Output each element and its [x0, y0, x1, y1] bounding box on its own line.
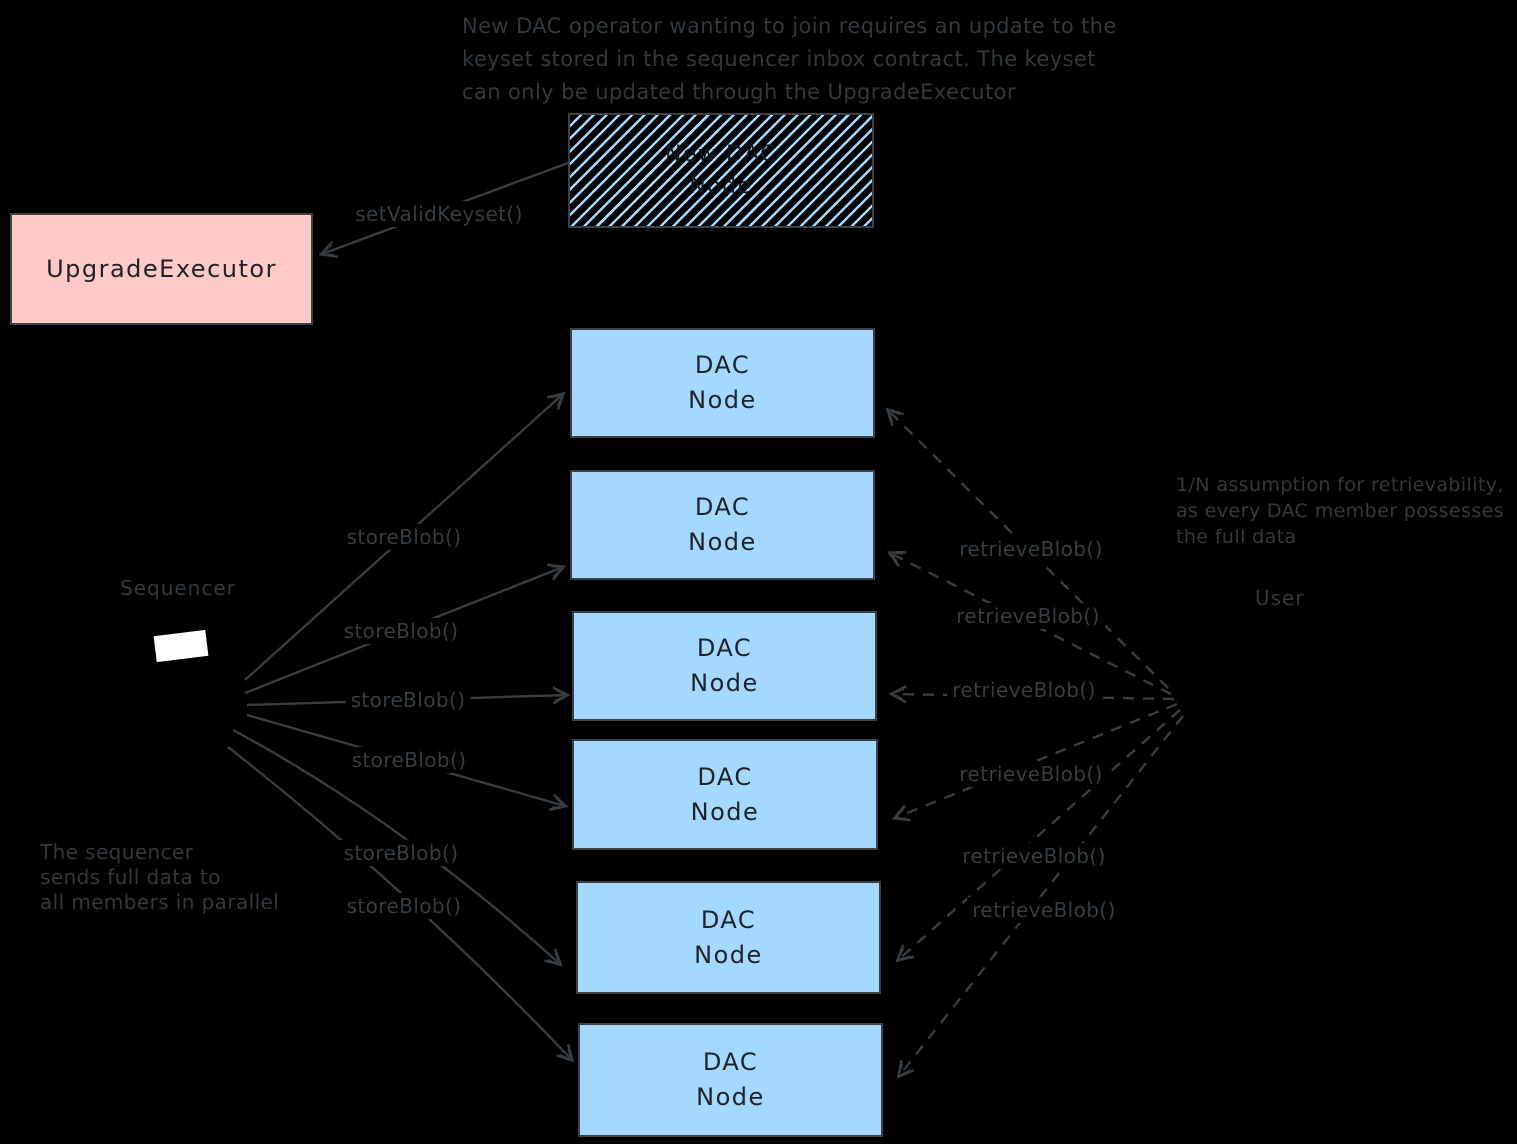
dac-node-6-line-1: DAC	[702, 1048, 759, 1077]
sequencer-label: Sequencer	[120, 576, 236, 600]
dac-node-5-line-1: DAC	[700, 905, 757, 934]
store-blob-label-5: storeBlob()	[338, 840, 464, 866]
keyset-note: New DAC operator wanting to join require…	[462, 10, 1117, 109]
retrieve-blob-label-6: retrieveBlob()	[967, 897, 1121, 923]
dac-node-6-line-2: Node	[696, 1083, 765, 1111]
dac-node-3-line-1: DAC	[696, 634, 753, 663]
retrieve-blob-label-5: retrieveBlob()	[957, 843, 1111, 869]
dac-node-box-4: DAC Node	[572, 739, 878, 850]
store-blob-label-6: storeBlob()	[341, 893, 467, 919]
new-dac-node-label-line-2: Node	[689, 173, 753, 199]
keyset-note-line-2: keyset stored in the sequencer inbox con…	[462, 47, 1096, 71]
dac-node-box-2: DAC Node	[570, 470, 875, 580]
retrieve-blob-label-4: retrieveBlob()	[954, 761, 1108, 787]
dac-node-5-line-2: Node	[694, 940, 763, 969]
retrieve-blob-arrow-2	[886, 550, 1172, 696]
dac-node-box-3: DAC Node	[572, 611, 877, 721]
dac-node-2-line-1: DAC	[694, 493, 751, 522]
dac-node-3-line-2: Node	[690, 669, 759, 697]
retrieve-blob-label-2: retrieveBlob()	[951, 603, 1105, 629]
set-valid-keyset-label: setValidKeyset()	[350, 201, 528, 227]
dac-node-box-1: DAC Node	[570, 328, 875, 438]
dac-node-1-line-1: DAC	[694, 351, 751, 380]
sequencer-note-line-2: sends full data to	[40, 865, 221, 889]
retrieve-blob-label-3: retrieveBlob()	[947, 677, 1101, 703]
user-note-line-3: the full data	[1176, 526, 1297, 548]
retrieve-blob-label-1: retrieveBlob()	[954, 536, 1108, 562]
store-blob-label-4: storeBlob()	[346, 747, 472, 773]
retrieve-blob-arrow-5	[895, 709, 1181, 963]
store-blob-label-2: storeBlob()	[338, 618, 464, 644]
dac-node-2-line-2: Node	[688, 528, 757, 556]
dac-node-4-line-2: Node	[690, 797, 760, 826]
sequencer-note-line-1: The sequencer	[40, 840, 194, 864]
store-blob-arrow-5	[232, 728, 563, 967]
store-blob-label-3: storeBlob()	[345, 687, 471, 713]
upgrade-executor-box: UpgradeExecutor	[10, 213, 313, 325]
retrieve-blob-arrow-4	[891, 702, 1178, 822]
sequencer-note-line-3: all members in parallel	[40, 890, 280, 914]
retrieve-blob-arrow-1	[885, 407, 1169, 689]
upgrade-executor-label: UpgradeExecutor	[46, 254, 277, 283]
dac-node-box-5: DAC Node	[576, 881, 881, 994]
keyset-note-line-1: New DAC operator wanting to join require…	[462, 14, 1117, 38]
dac-node-1-line-2: Node	[688, 386, 757, 414]
user-note-line-1: 1/N assumption for retrievability,	[1176, 474, 1504, 496]
new-dac-node-box: New DAC Node	[568, 113, 874, 228]
store-blob-label-1: storeBlob()	[341, 524, 467, 550]
user-label: User	[1255, 586, 1305, 610]
user-note: 1/N assumption for retrievability, as ev…	[1176, 472, 1504, 550]
dac-node-4-line-1: DAC	[697, 762, 753, 791]
sequencer-note: The sequencer sends full data to all mem…	[40, 840, 279, 915]
new-dac-node-label-line-1: New DAC	[664, 141, 778, 167]
user-note-line-2: as every DAC member possesses	[1176, 500, 1505, 522]
keyset-note-line-3: can only be updated through the UpgradeE…	[462, 80, 1016, 104]
dac-node-box-6: DAC Node	[578, 1023, 883, 1137]
retrieve-blob-arrow-6	[896, 715, 1184, 1079]
